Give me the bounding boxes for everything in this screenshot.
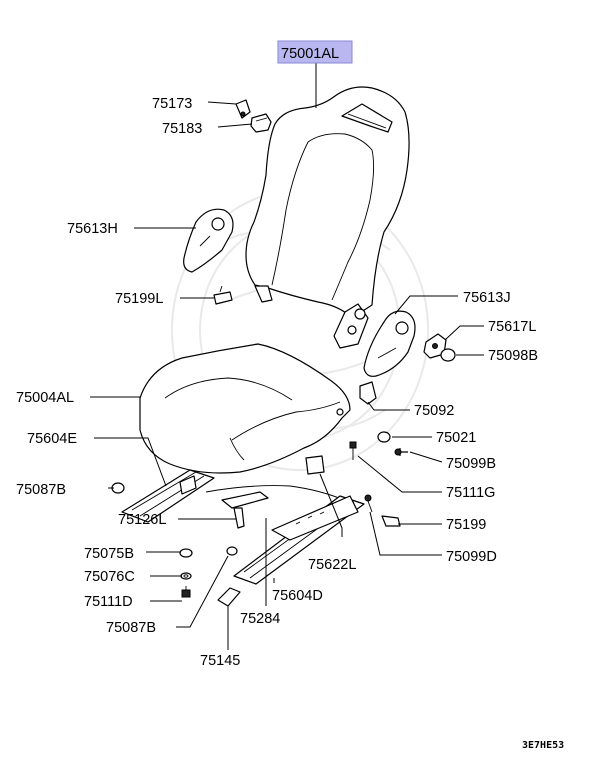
bracket-75622L-part[interactable] [305, 455, 325, 475]
bolt-75111G-part[interactable] [349, 441, 357, 460]
label-75001AL[interactable]: 75001AL [281, 46, 339, 62]
label-75004AL[interactable]: 75004AL [16, 390, 74, 406]
label-75604E[interactable]: 75604E [27, 431, 77, 447]
bolt-75111D-part[interactable] [181, 586, 191, 598]
figure-code: 3E7HE53 [522, 740, 564, 751]
label-75183[interactable]: 75183 [162, 121, 202, 137]
label-75617L[interactable]: 75617L [488, 319, 536, 335]
rail-75604E-part[interactable] [121, 469, 215, 523]
cap-75098B-part[interactable] [440, 348, 456, 362]
part-labels: 75001AL 75173 75183 75613H 75199L 75613J… [16, 40, 564, 751]
label-75284[interactable]: 75284 [240, 611, 280, 627]
label-75087B-left[interactable]: 75087B [16, 482, 66, 498]
clip-75173-part[interactable] [235, 99, 251, 119]
label-75126L[interactable]: 75126L [118, 512, 166, 528]
label-75075B[interactable]: 75075B [84, 546, 134, 562]
cap-75087B-bottom-part[interactable] [226, 546, 238, 556]
label-75021[interactable]: 75021 [436, 430, 476, 446]
screw-75099B-part[interactable] [394, 448, 408, 456]
label-75098B[interactable]: 75098B [488, 348, 538, 364]
label-75099B[interactable]: 75099B [446, 456, 496, 472]
label-75613H[interactable]: 75613H [67, 221, 118, 237]
label-75111G[interactable]: 75111G [446, 485, 495, 501]
clip-75199-part[interactable] [381, 515, 401, 527]
leader-lines [90, 62, 484, 650]
label-75111D[interactable]: 75111D [84, 594, 133, 610]
label-75092[interactable]: 75092 [414, 403, 454, 419]
highlight-box [277, 40, 353, 64]
bushing-75021-part[interactable] [377, 431, 391, 443]
label-75622L[interactable]: 75622L [308, 557, 356, 573]
clip-75199L-part[interactable] [213, 285, 233, 305]
label-75604D[interactable]: 75604D [272, 588, 323, 604]
cover-75613J-part[interactable] [363, 310, 416, 377]
label-75199L[interactable]: 75199L [115, 291, 163, 307]
label-75076C[interactable]: 75076C [84, 569, 135, 585]
label-75145[interactable]: 75145 [200, 653, 240, 669]
knob-75183-part[interactable] [250, 113, 272, 133]
bracket-75145-part[interactable] [217, 587, 241, 607]
screw-75099D-part[interactable] [364, 494, 373, 513]
label-75173[interactable]: 75173 [152, 96, 192, 112]
label-75199[interactable]: 75199 [446, 517, 486, 533]
seat-back-part[interactable] [245, 86, 410, 349]
nut-75075B-part[interactable] [179, 548, 193, 558]
bracket-75092-part[interactable] [359, 381, 377, 405]
label-75099D[interactable]: 75099D [446, 549, 497, 565]
cover-75613H-part[interactable] [183, 208, 234, 273]
label-75087B-bottom[interactable]: 75087B [106, 620, 156, 636]
seat-cushion-part[interactable] [139, 343, 351, 474]
washer-75076C-part[interactable] [180, 572, 192, 580]
label-75613J[interactable]: 75613J [463, 290, 511, 306]
rod-75126L-part[interactable] [205, 485, 345, 529]
